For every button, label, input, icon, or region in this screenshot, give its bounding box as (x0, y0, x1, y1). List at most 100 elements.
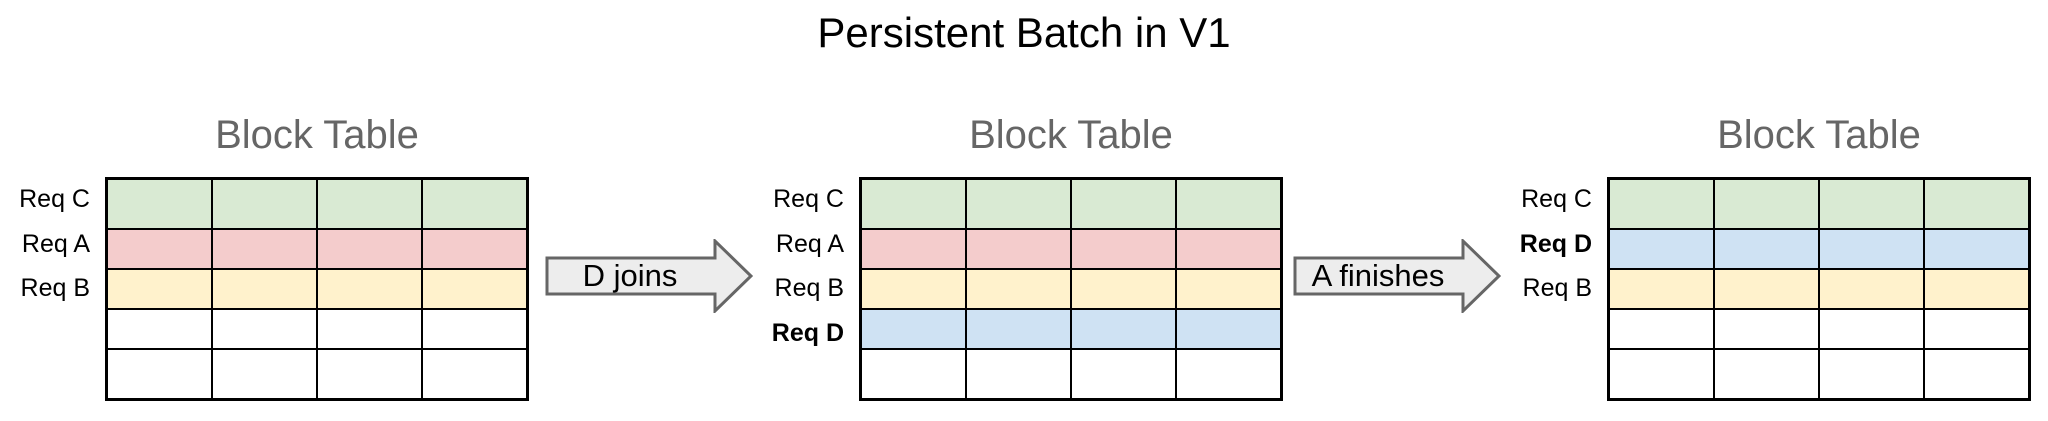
block-cell (1175, 227, 1283, 270)
row-labels-3: Req C Req D Req B (1492, 177, 1592, 401)
block-cell (210, 267, 319, 311)
table-row (105, 267, 529, 311)
block-cell (315, 348, 424, 401)
block-cell (859, 227, 967, 270)
row-label: Req C (19, 184, 90, 213)
block-cell (1817, 308, 1926, 351)
block-cell (105, 227, 213, 270)
block-cell (105, 348, 213, 401)
table-row (105, 308, 529, 351)
block-cell (1175, 348, 1283, 401)
block-cell (1069, 267, 1178, 311)
row-label: Req C (1521, 184, 1592, 213)
block-cell (1069, 308, 1178, 351)
block-cell (1817, 177, 1926, 230)
block-table-title-3: Block Table (1717, 113, 1921, 157)
block-cell (210, 308, 319, 351)
block-table-1 (105, 177, 529, 401)
table-row (859, 348, 1283, 401)
block-cell (1607, 267, 1715, 311)
row-labels-1: Req C Req A Req B (0, 177, 90, 401)
table-row (105, 348, 529, 401)
block-cell (1607, 177, 1715, 230)
arrow-shape-icon (1293, 239, 1501, 313)
block-cell (1817, 227, 1926, 270)
block-cell (1069, 227, 1178, 270)
arrow-label: D joins (582, 258, 678, 293)
block-cell (1175, 308, 1283, 351)
block-cell (1923, 308, 2031, 351)
block-cell (964, 348, 1073, 401)
block-cell (421, 267, 529, 311)
block-cell (315, 177, 424, 230)
block-cell (1069, 348, 1178, 401)
block-cell (964, 227, 1073, 270)
block-cell (1712, 308, 1821, 351)
block-cell (105, 267, 213, 311)
table-row (1607, 348, 2031, 401)
table-row (859, 177, 1283, 230)
block-cell (1923, 348, 2031, 401)
block-cell (1923, 177, 2031, 230)
block-cell (1712, 227, 1821, 270)
block-cell (421, 227, 529, 270)
table-row (1607, 177, 2031, 230)
row-label: Req C (773, 184, 844, 213)
block-cell (1607, 348, 1715, 401)
block-cell (1712, 177, 1821, 230)
row-label (1492, 311, 1592, 356)
block-cell (1607, 308, 1715, 351)
row-label (0, 311, 90, 356)
table-row (1607, 227, 2031, 270)
block-cell (964, 177, 1073, 230)
block-cell (1175, 177, 1283, 230)
block-cell (315, 267, 424, 311)
block-cell (859, 348, 967, 401)
row-label: Req A (21, 229, 90, 258)
block-cell (1712, 348, 1821, 401)
row-label (1492, 356, 1592, 401)
block-table-title-2: Block Table (969, 113, 1173, 157)
block-cell (210, 348, 319, 401)
block-cell (315, 308, 424, 351)
block-cell (421, 348, 529, 401)
block-cell (105, 177, 213, 230)
block-cell (859, 177, 967, 230)
block-cell (1817, 267, 1926, 311)
table-row (859, 308, 1283, 351)
row-label: Req B (774, 274, 844, 303)
row-label: Req A (775, 229, 844, 258)
block-cell (1712, 267, 1821, 311)
table-row (859, 227, 1283, 270)
table-row (105, 227, 529, 270)
row-label: Req B (1522, 274, 1592, 303)
block-cell (315, 227, 424, 270)
block-cell (859, 308, 967, 351)
table-row (1607, 308, 2031, 351)
arrow-label: A finishes (1311, 258, 1445, 293)
block-cell (1923, 227, 2031, 270)
block-table-2 (859, 177, 1283, 401)
a-finishes-arrow: A finishes (1293, 239, 1501, 313)
row-labels-2: Req C Req A Req B Req D (744, 177, 844, 401)
block-cell (1817, 348, 1926, 401)
d-joins-arrow: D joins (545, 239, 753, 313)
block-cell (1175, 267, 1283, 311)
block-table-title-1: Block Table (215, 113, 419, 157)
arrow-shape-icon (545, 239, 753, 313)
row-label: Req D (771, 319, 844, 348)
row-label: Req D (1519, 229, 1592, 258)
block-cell (1923, 267, 2031, 311)
block-cell (964, 267, 1073, 311)
row-label: Req B (20, 274, 90, 303)
table-row (859, 267, 1283, 311)
diagram-title: Persistent Batch in V1 (817, 9, 1231, 56)
block-cell (210, 227, 319, 270)
block-cell (1607, 227, 1715, 270)
block-cell (1069, 177, 1178, 230)
block-cell (964, 308, 1073, 351)
block-table-3 (1607, 177, 2031, 401)
block-cell (105, 308, 213, 351)
row-label (0, 356, 90, 401)
